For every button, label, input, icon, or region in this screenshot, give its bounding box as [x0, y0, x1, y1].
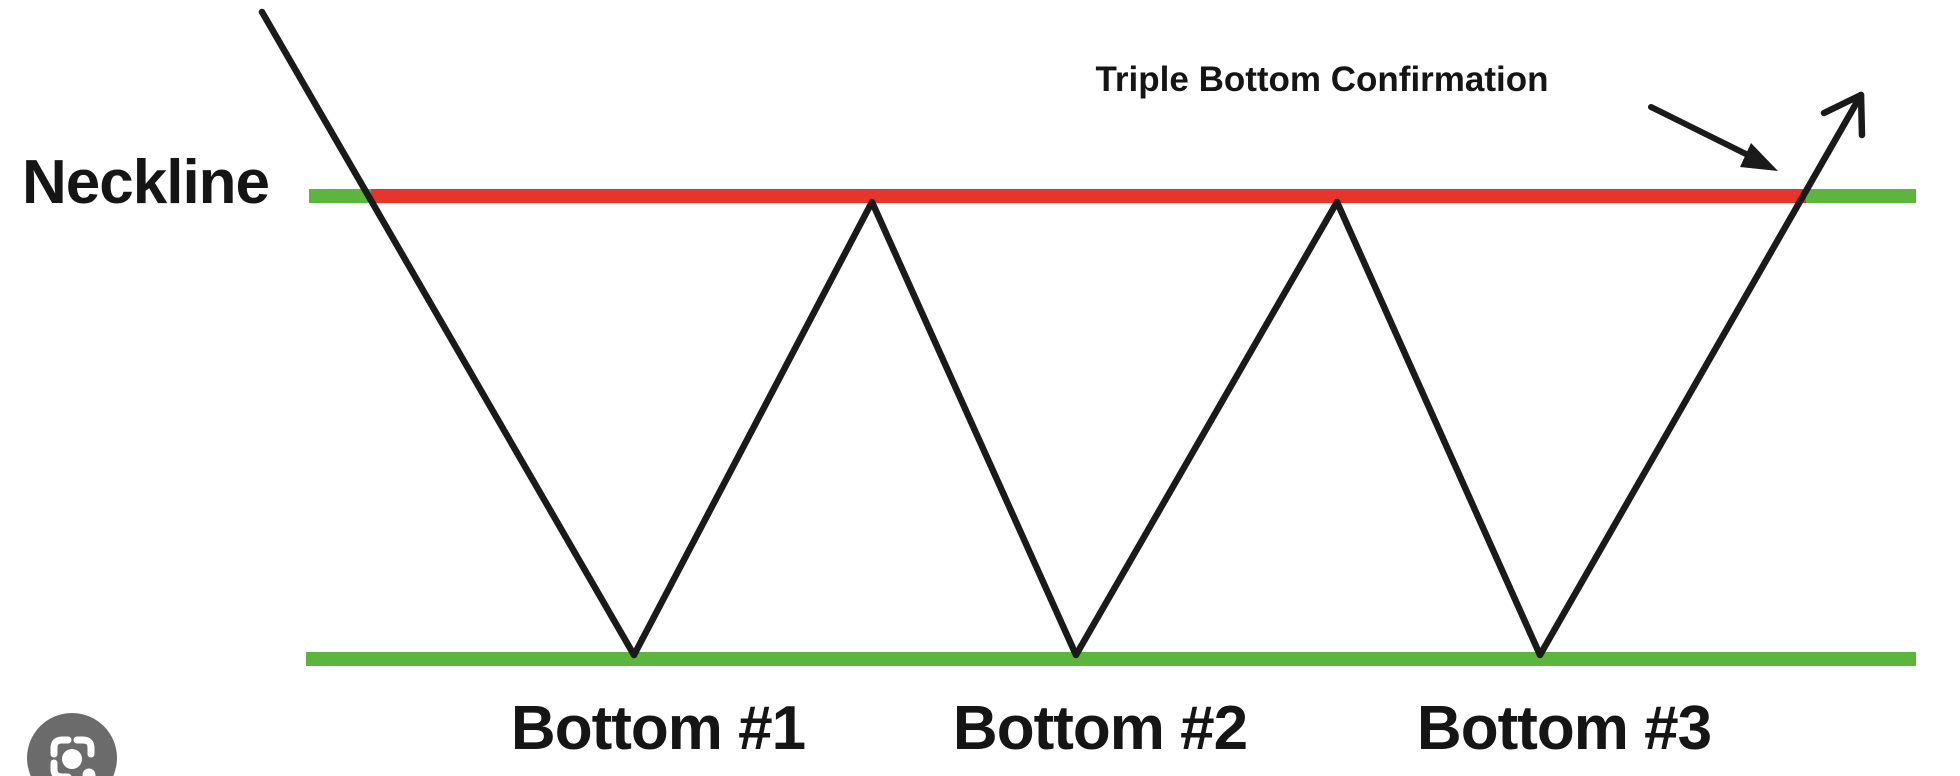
lens-bracket-top-left — [50, 736, 72, 758]
lens-bracket-top-right — [73, 736, 95, 758]
lens-center-dot — [62, 749, 82, 769]
confirmation-arrow-shaft — [1648, 104, 1753, 159]
breakout-arrowhead-icon — [1820, 91, 1866, 139]
bottom-3-label: Bottom #3 — [1416, 694, 1712, 763]
google-lens-button[interactable] — [27, 713, 117, 776]
google-lens-icon — [27, 713, 117, 776]
neckline-label: Neckline — [22, 148, 270, 217]
lens-corner-dot — [82, 768, 96, 776]
confirmation-label: Triple Bottom Confirmation — [1095, 60, 1549, 99]
bottom-2-label: Bottom #2 — [952, 694, 1248, 763]
lens-circle-background — [27, 713, 117, 776]
lens-bracket-bottom-left — [50, 759, 72, 776]
bottom-1-label: Bottom #1 — [510, 694, 806, 763]
confirmation-arrowhead-icon — [1740, 143, 1778, 171]
price-line — [258, 8, 1865, 659]
